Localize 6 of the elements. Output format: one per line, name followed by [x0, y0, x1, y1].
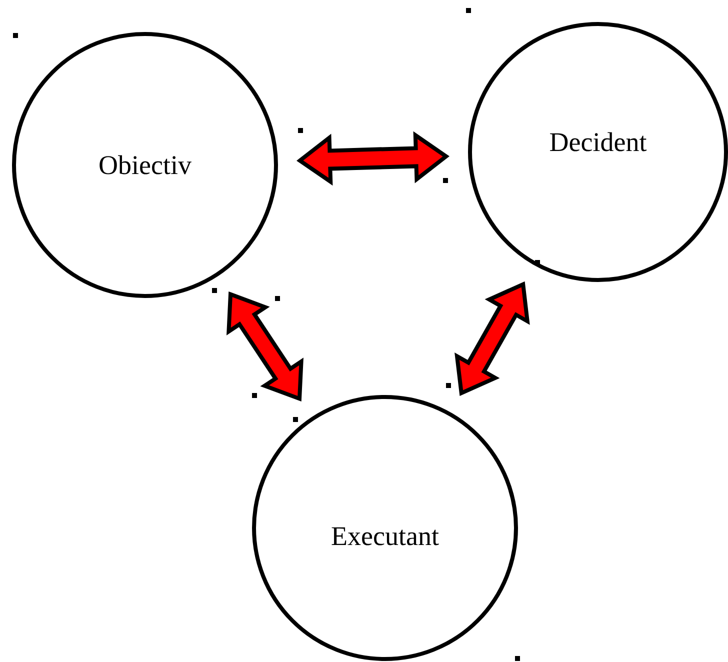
node-label: Executant: [331, 520, 439, 552]
node-label: Obiectiv: [98, 150, 192, 180]
node-label: Decident: [549, 126, 647, 158]
double-arrow: [454, 281, 530, 396]
double-arrow: [296, 131, 450, 186]
double-arrow: [226, 291, 304, 402]
